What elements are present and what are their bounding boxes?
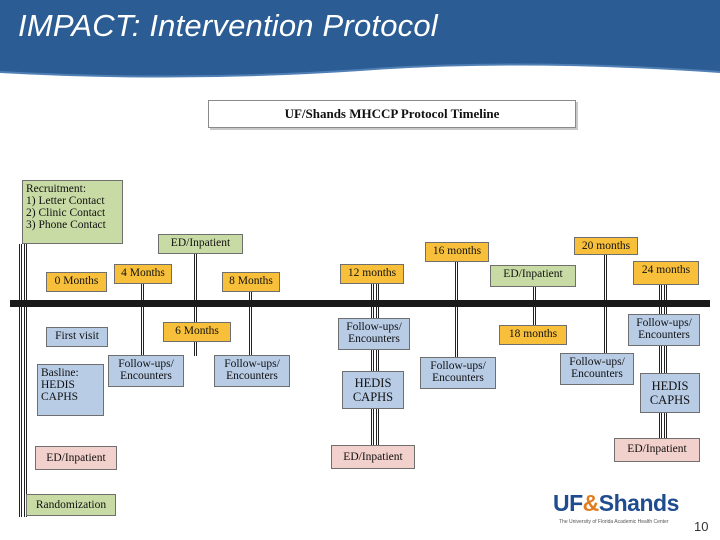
ed-inpatient-box-12: ED/Inpatient	[331, 445, 415, 469]
month-20-box: 20 months	[574, 237, 638, 255]
stem-0m	[19, 244, 22, 517]
timeline-axis	[10, 300, 710, 307]
stem-24m-b	[664, 283, 667, 439]
first-visit-box: First visit	[46, 327, 108, 347]
follow-ups-20-box: Follow-ups/ Encounters	[560, 353, 634, 385]
ed-inpatient-box-24: ED/Inpatient	[614, 438, 700, 462]
logo-tagline: The University of Florida Academic Healt…	[559, 519, 669, 525]
hedis-12-box: HEDIS CAPHS	[342, 371, 404, 409]
ed-inpatient-box-2: ED/Inpatient	[490, 265, 576, 287]
follow-ups-24-box: Follow-ups/ Encounters	[628, 314, 700, 346]
ed-inpatient-box-0: ED/Inpatient	[35, 446, 117, 470]
title-banner-shape	[0, 0, 720, 78]
month-8-box: 8 Months	[222, 272, 280, 292]
hedis-24-box: HEDIS CAPHS	[640, 373, 700, 413]
month-4-box: 4 Months	[114, 264, 172, 284]
follow-ups-16-box: Follow-ups/ Encounters	[420, 357, 496, 389]
slide-title: IMPACT: Intervention Protocol	[18, 8, 438, 43]
month-18-box: 18 months	[499, 325, 567, 345]
follow-ups-4-box: Follow-ups/ Encounters	[108, 355, 184, 387]
month-12-box: 12 months	[340, 264, 404, 284]
stem-4m	[141, 283, 144, 355]
month-0-box: 0 Months	[46, 272, 107, 292]
follow-ups-12-box: Follow-ups/ Encounters	[338, 318, 410, 350]
uf-shands-logo: UF&Shands The University of Florida Acad…	[553, 490, 693, 530]
timeline-title: UF/Shands MHCCP Protocol Timeline	[208, 100, 576, 128]
ed-inpatient-box-1: ED/Inpatient	[158, 234, 243, 254]
randomization-box: Randomization	[26, 494, 116, 516]
month-16-box: 16 months	[425, 242, 489, 262]
stem-12m-b	[376, 280, 379, 446]
stem-8m	[249, 289, 252, 355]
logo-wordmark: UF&Shands	[553, 490, 679, 516]
month-6-box: 6 Months	[163, 322, 231, 342]
stem-0m-b	[24, 244, 27, 517]
month-24-box: 24 months	[633, 261, 699, 285]
title-banner: IMPACT: Intervention Protocol	[0, 0, 720, 80]
baseline-box: Basline: HEDIS CAPHS	[37, 364, 104, 416]
stem-16m	[455, 258, 458, 358]
stem-24m	[659, 283, 662, 439]
recruitment-box: Recruitment: 1) Letter Contact 2) Clinic…	[22, 180, 123, 244]
follow-ups-8-box: Follow-ups/ Encounters	[214, 355, 290, 387]
page-number: 10	[694, 519, 709, 534]
stem-12m	[371, 280, 374, 446]
